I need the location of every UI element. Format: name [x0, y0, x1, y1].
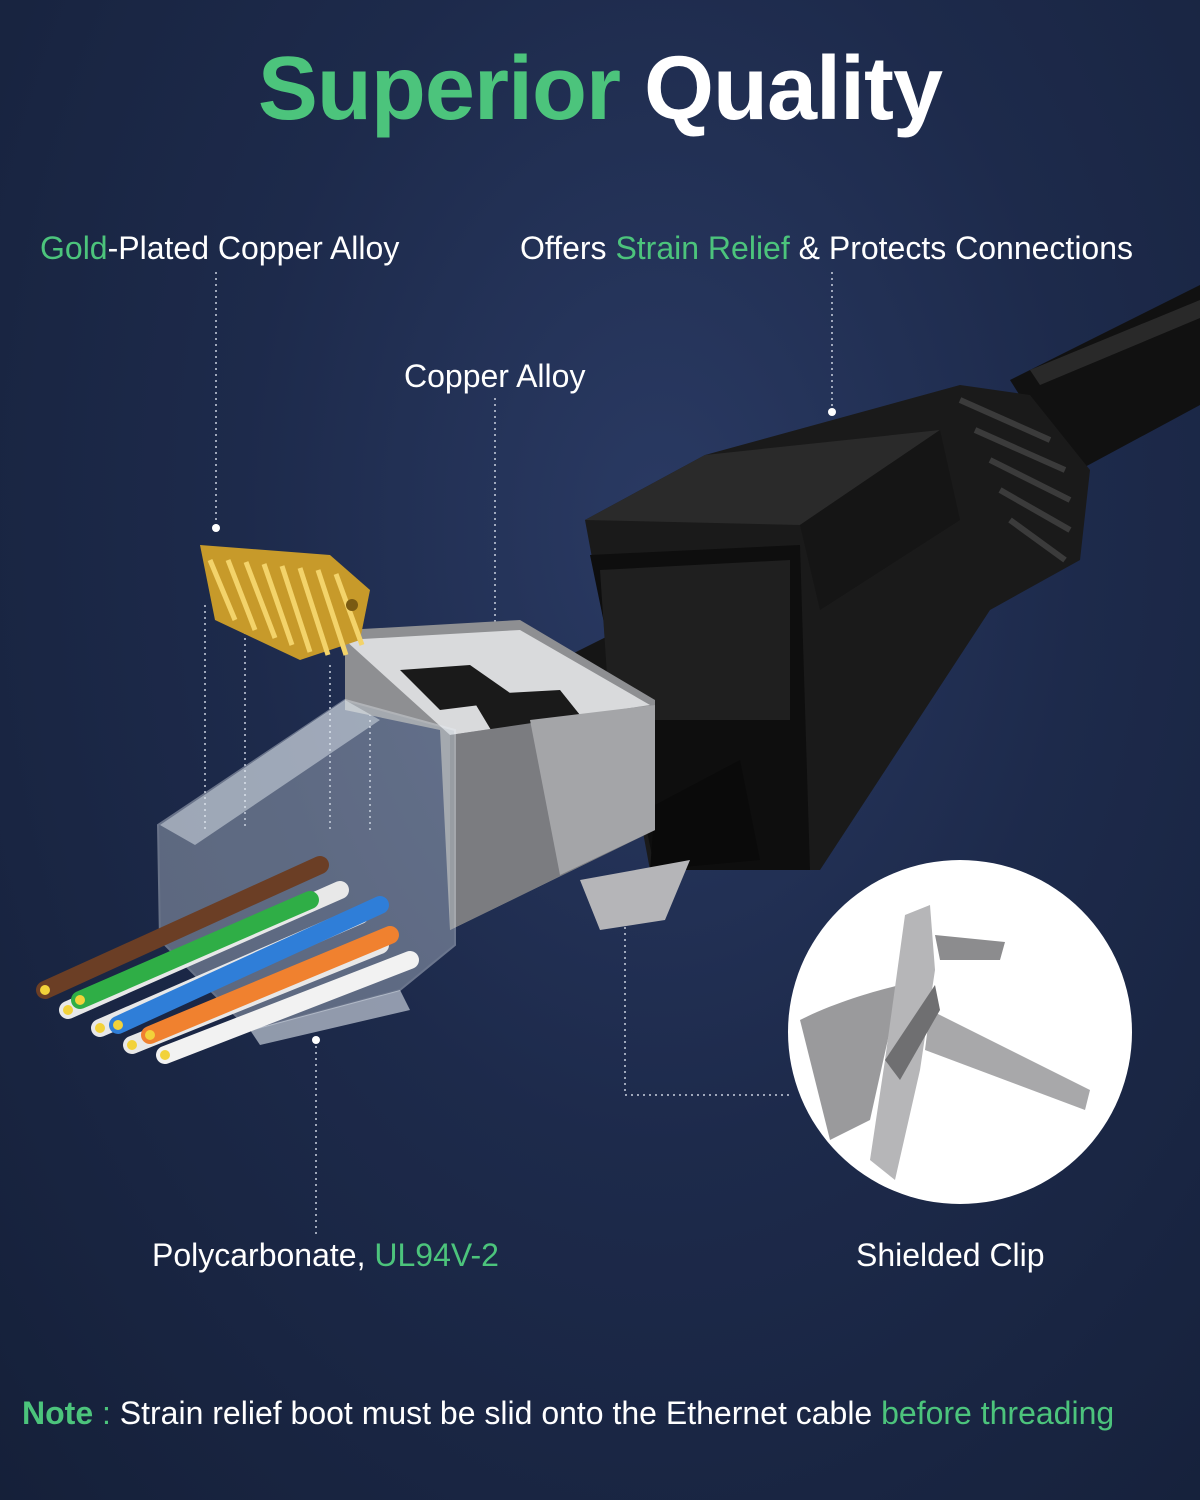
label-gold-highlight: Gold: [40, 230, 108, 266]
label-poly-pre: Polycarbonate,: [152, 1237, 375, 1273]
wires: [36, 856, 419, 1064]
strain-relief-boot: [585, 385, 1090, 870]
shielded-clip-zoom: [788, 860, 1132, 1204]
label-strain-post: & Protects Connections: [789, 230, 1134, 266]
label-strain-highlight: Strain Relief: [615, 230, 790, 266]
label-strain-relief: Offers Strain Relief & Protects Connecti…: [520, 230, 1133, 267]
note-separator: :: [93, 1395, 120, 1431]
note: Note : Strain relief boot must be slid o…: [22, 1395, 1114, 1432]
page-title: Superior Quality: [0, 38, 1200, 141]
title-highlight: Superior: [257, 39, 621, 139]
title-rest: Quality: [644, 39, 943, 139]
clip-tab: [580, 860, 690, 930]
metal-shield: [345, 620, 655, 930]
label-gold-rest: -Plated Copper Alloy: [107, 230, 400, 266]
label-copper-alloy: Copper Alloy: [404, 358, 586, 394]
note-text: Strain relief boot must be slid onto the…: [119, 1395, 882, 1431]
label-shielded-clip: Shielded Clip: [856, 1237, 1045, 1273]
note-highlight: before threading: [881, 1395, 1115, 1431]
label-polycarbonate: Polycarbonate, UL94V-2: [152, 1237, 499, 1274]
label-strain-pre: Offers: [520, 230, 616, 266]
label-gold-plated: Gold-Plated Copper Alloy: [40, 230, 399, 267]
label-poly-highlight: UL94V-2: [374, 1237, 499, 1273]
note-label: Note: [22, 1395, 94, 1431]
gold-contacts: [200, 545, 370, 660]
wire-ends: [40, 985, 170, 1060]
